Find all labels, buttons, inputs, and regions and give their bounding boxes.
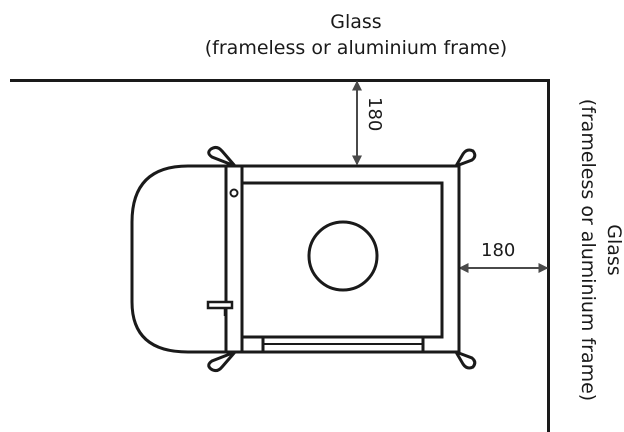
top-wall-label-line1: Glass — [330, 11, 381, 33]
right-wall-label-line2: (frameless or aluminium frame) — [577, 99, 599, 401]
stove-door — [130, 164, 228, 354]
stove-flue — [307, 220, 379, 292]
top-wall-label-line2: (frameless or aluminium frame) — [205, 37, 507, 59]
stove-body — [224, 164, 461, 354]
clearance-right-value: 180 — [481, 240, 515, 261]
stove-foot-bottom-right — [452, 349, 477, 370]
stove-hinge — [229, 188, 239, 198]
stove — [130, 145, 477, 373]
stove-handle — [206, 300, 234, 310]
stove-inner-box — [240, 181, 444, 339]
right-wall-label: Glass (frameless or aluminium frame) — [577, 99, 624, 401]
glass-wall-corner — [10, 79, 550, 432]
right-wall-label-line1: Glass — [603, 224, 624, 275]
clearance-top-value: 180 — [364, 97, 385, 131]
stove-foot-bottom-left — [207, 350, 237, 373]
stove-foot-top-left — [207, 145, 237, 168]
stove-foot-top-right — [452, 148, 477, 169]
